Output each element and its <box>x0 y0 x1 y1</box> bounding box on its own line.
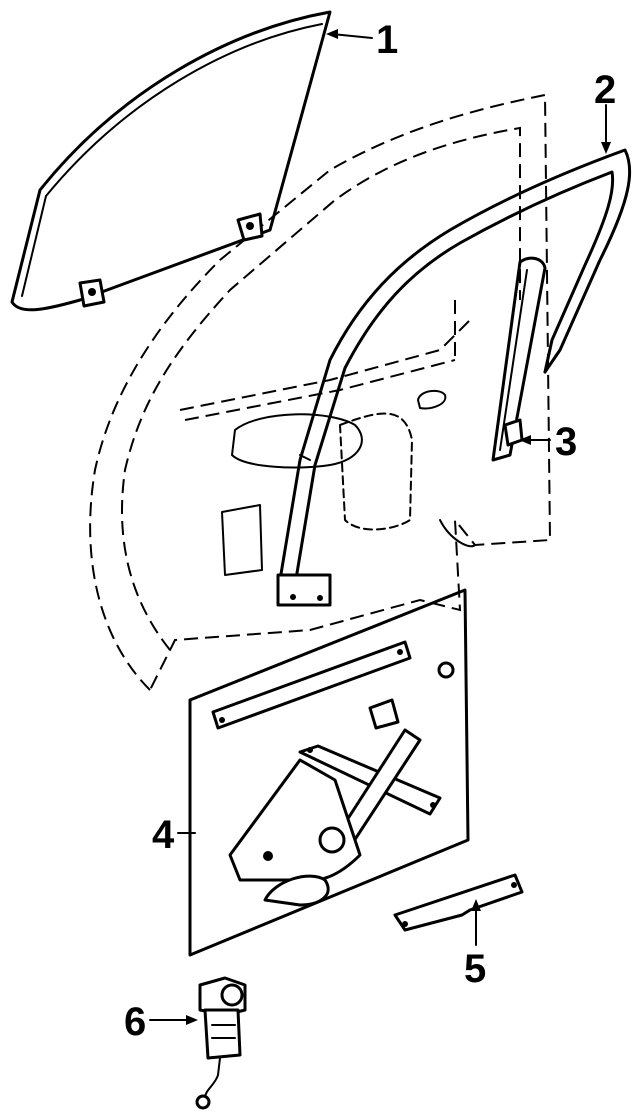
callout-leaders <box>149 29 611 1025</box>
door-glass[interactable] <box>10 10 332 312</box>
glass-run-channel[interactable] <box>276 148 632 607</box>
callout-6: 6 <box>124 1000 146 1044</box>
regulator-motor[interactable] <box>195 976 247 1110</box>
callout-1: 1 <box>376 18 398 62</box>
window-regulator[interactable] <box>188 588 470 957</box>
callout-5: 5 <box>464 947 486 991</box>
rear-glass-channel[interactable] <box>491 256 547 462</box>
callout-3: 3 <box>555 420 577 464</box>
callout-4: 4 <box>152 813 175 857</box>
lower-guide[interactable] <box>393 873 524 932</box>
callout-2: 2 <box>594 68 616 112</box>
door-shell <box>89 93 552 692</box>
